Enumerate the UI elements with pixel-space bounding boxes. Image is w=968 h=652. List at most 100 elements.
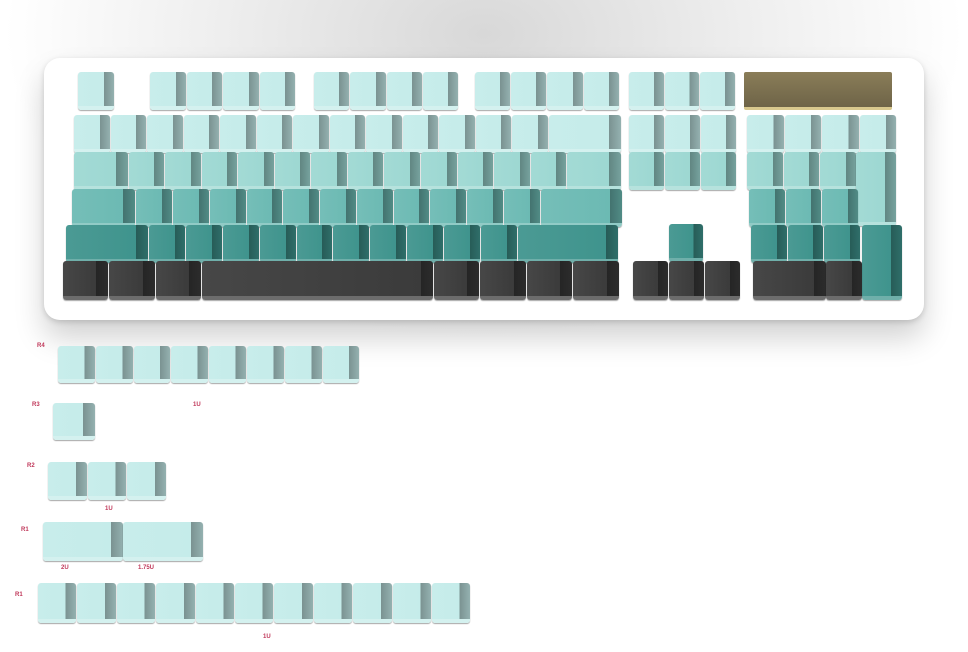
keycap[interactable] xyxy=(432,583,471,623)
keycap[interactable] xyxy=(150,72,186,110)
keycap[interactable] xyxy=(753,261,826,300)
keycap[interactable] xyxy=(392,583,431,623)
keycap[interactable] xyxy=(475,72,511,110)
keycap[interactable] xyxy=(862,225,902,300)
keycap[interactable] xyxy=(110,115,147,153)
keycap[interactable] xyxy=(116,583,156,623)
keycap[interactable] xyxy=(785,189,821,227)
keycap[interactable] xyxy=(183,115,220,153)
keycap[interactable] xyxy=(201,152,238,190)
keycap[interactable] xyxy=(333,225,370,263)
keycap[interactable] xyxy=(629,152,664,190)
keycap[interactable] xyxy=(430,189,466,227)
keycap[interactable] xyxy=(209,346,246,383)
keycap[interactable] xyxy=(109,261,155,300)
keycap[interactable] xyxy=(293,115,329,153)
keycap[interactable] xyxy=(517,225,619,263)
keycap[interactable] xyxy=(859,115,896,153)
keycap[interactable] xyxy=(186,72,222,110)
keycap[interactable] xyxy=(475,115,512,153)
keycap[interactable] xyxy=(296,225,333,263)
keycap[interactable] xyxy=(147,115,183,153)
keycap[interactable] xyxy=(66,225,148,263)
keycap[interactable] xyxy=(548,115,621,153)
keycap[interactable] xyxy=(329,115,366,153)
keycap[interactable] xyxy=(274,583,313,623)
keycap[interactable] xyxy=(74,152,128,190)
keycap[interactable] xyxy=(787,225,823,263)
keycap[interactable] xyxy=(439,115,475,153)
keycap[interactable] xyxy=(87,462,127,500)
keycap[interactable] xyxy=(38,583,77,623)
keycap[interactable] xyxy=(503,189,540,227)
keycap[interactable] xyxy=(822,115,859,153)
keycap[interactable] xyxy=(347,152,384,190)
keycap[interactable] xyxy=(274,152,311,190)
keycap[interactable] xyxy=(444,225,481,263)
keycap[interactable] xyxy=(173,189,209,227)
keycap[interactable] xyxy=(573,261,619,300)
keycap[interactable] xyxy=(353,583,392,623)
keycap[interactable] xyxy=(633,261,668,300)
keycap[interactable] xyxy=(195,583,234,623)
keycap[interactable] xyxy=(826,261,862,300)
keycap[interactable] xyxy=(530,152,567,190)
keycap[interactable] xyxy=(629,72,664,110)
keycap[interactable] xyxy=(127,462,167,500)
keycap[interactable] xyxy=(95,346,133,383)
keycap[interactable] xyxy=(78,72,114,110)
keycap[interactable] xyxy=(512,115,548,153)
keycap[interactable] xyxy=(494,152,530,190)
keycap[interactable] xyxy=(705,261,740,300)
keycap[interactable] xyxy=(256,115,293,153)
keycap[interactable] xyxy=(701,115,736,153)
keycap[interactable] xyxy=(856,152,896,226)
keycap[interactable] xyxy=(700,72,735,110)
keycap[interactable] xyxy=(202,261,433,300)
keycap[interactable] xyxy=(222,225,259,263)
keycap[interactable] xyxy=(48,462,87,500)
keycap[interactable] xyxy=(314,72,350,110)
keycap[interactable] xyxy=(511,72,547,110)
keycap[interactable] xyxy=(128,152,165,190)
keycap[interactable] xyxy=(58,346,95,383)
keycap[interactable] xyxy=(133,346,171,383)
keycap[interactable] xyxy=(370,225,407,263)
keycap[interactable] xyxy=(136,189,173,227)
keycap[interactable] xyxy=(386,72,422,110)
keycap[interactable] xyxy=(259,72,295,110)
keycap[interactable] xyxy=(156,583,195,623)
keycap[interactable] xyxy=(350,72,386,110)
keycap[interactable] xyxy=(123,522,203,561)
keycap[interactable] xyxy=(583,72,619,110)
keycap[interactable] xyxy=(313,583,353,623)
keycap[interactable] xyxy=(480,261,526,300)
keycap[interactable] xyxy=(784,115,821,153)
keycap[interactable] xyxy=(783,152,819,190)
keycap[interactable] xyxy=(467,189,503,227)
keycap[interactable] xyxy=(481,225,517,263)
keycap[interactable] xyxy=(422,72,459,110)
keycap[interactable] xyxy=(209,189,246,227)
keycap[interactable] xyxy=(747,152,783,190)
keycap[interactable] xyxy=(43,522,123,561)
keycap[interactable] xyxy=(457,152,494,190)
keycap[interactable] xyxy=(749,189,785,227)
keycap[interactable] xyxy=(247,346,284,383)
keycap[interactable] xyxy=(235,583,274,623)
keycap[interactable] xyxy=(402,115,439,153)
keycap[interactable] xyxy=(567,152,621,190)
keycap[interactable] xyxy=(284,346,322,383)
keycap[interactable] xyxy=(322,346,360,383)
keycap[interactable] xyxy=(223,72,259,110)
keycap[interactable] xyxy=(283,189,320,227)
keycap[interactable] xyxy=(393,189,430,227)
keycap[interactable] xyxy=(155,261,202,300)
keycap[interactable] xyxy=(366,115,402,153)
keycap[interactable] xyxy=(421,152,457,190)
keycap[interactable] xyxy=(665,115,700,153)
keycap[interactable] xyxy=(259,225,296,263)
keycap[interactable] xyxy=(664,72,699,110)
keycap[interactable] xyxy=(165,152,201,190)
keycap[interactable] xyxy=(246,189,283,227)
